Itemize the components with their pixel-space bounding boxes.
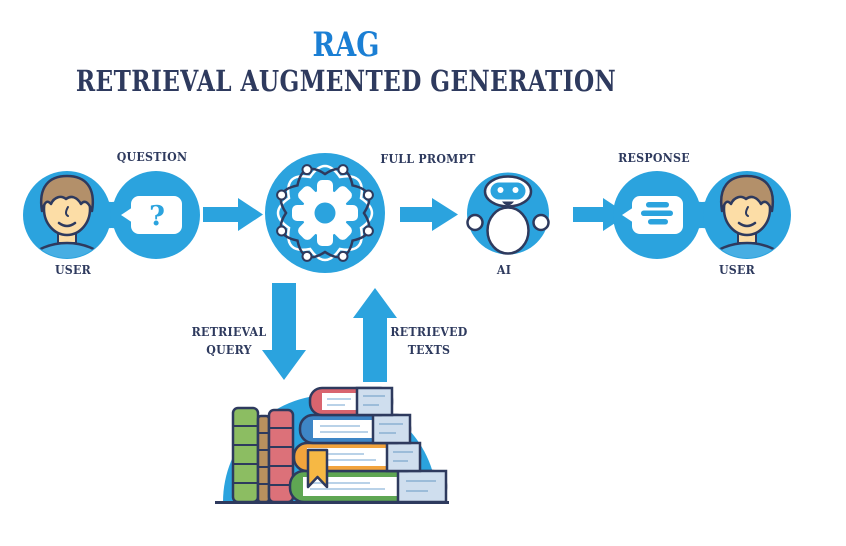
gear-network-icon [262,150,388,276]
retrieval-query-line2: QUERY [206,341,252,357]
network-nodes [276,164,374,262]
book-red [308,386,394,417]
retrieved-texts-line1: RETRIEVED [390,324,468,339]
arrow-right-icon [400,198,458,231]
question-label: QUESTION [116,149,188,164]
response-label: RESPONSE [618,150,690,165]
book-green [288,469,448,504]
response-user-blob [613,171,791,269]
question-speech-bubble-icon: ? [121,196,182,234]
standing-books [231,406,295,504]
retrieved-texts-label: RETRIEVED TEXTS [390,323,467,358]
arrow-right-icon [203,198,263,231]
user-question-blob: ? [23,171,200,269]
page-subtitle: RETRIEVAL AUGMENTED GENERATION [75,64,617,98]
book-blue [298,413,412,445]
books-stack-icon [215,386,449,504]
arrow-up-icon [353,288,397,382]
gear-icon [292,180,358,246]
retrieval-query-label: RETRIEVAL QUERY [192,323,267,358]
user-avatar-icon [703,171,791,269]
response-speech-bubble-icon [622,196,683,234]
full-prompt-label: FULL PROMPT [380,151,476,166]
stacked-books [288,386,448,504]
page-title: RAG [312,25,380,65]
robot-icon [466,172,550,255]
user-right-label: USER [718,262,756,277]
user-left-label: USER [54,262,92,277]
retrieval-query-line1: RETRIEVAL [191,324,267,339]
retrieved-texts-line2: TEXTS [407,341,451,357]
user-avatar-icon [23,171,111,269]
response-text-lines [641,202,673,225]
ai-label: AI [496,262,512,277]
bookmark-icon [306,448,329,489]
question-mark-glyph: ? [149,201,165,232]
arrow-down-icon [262,283,306,380]
